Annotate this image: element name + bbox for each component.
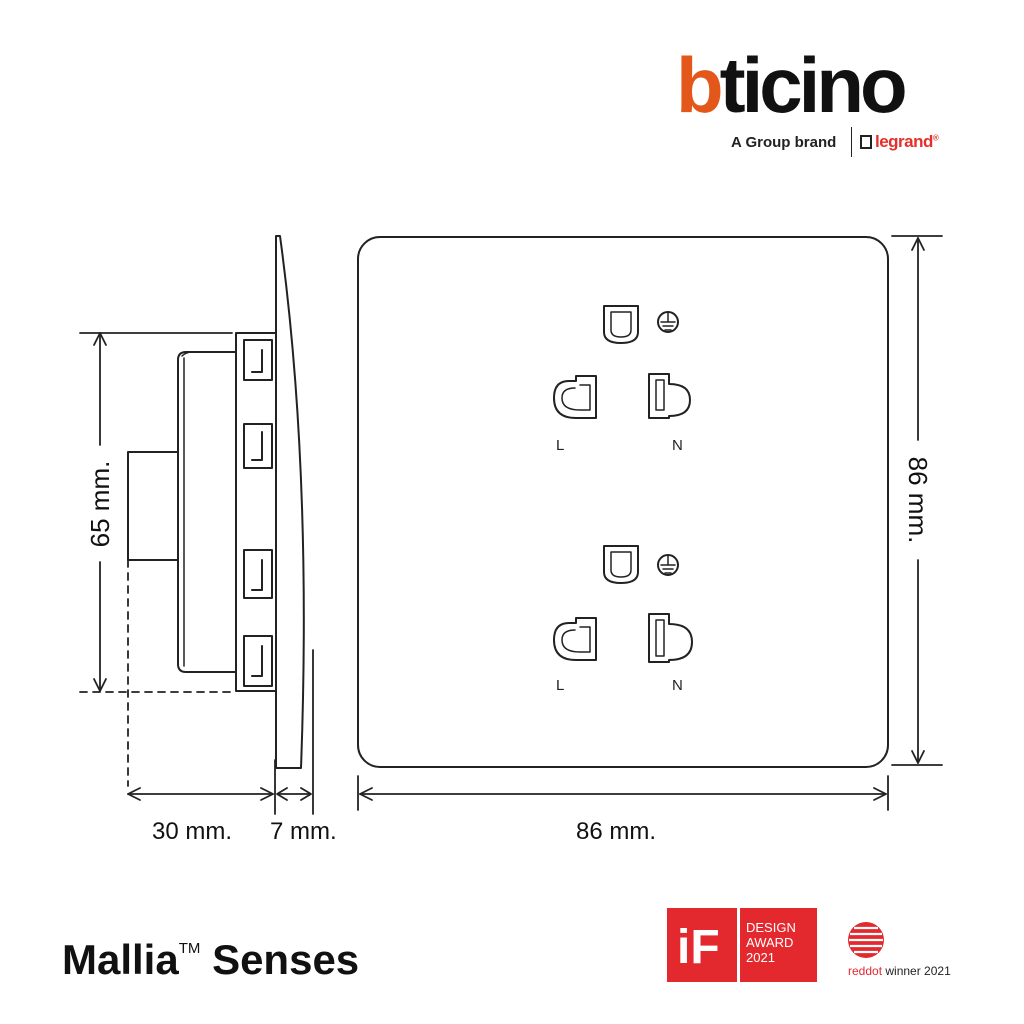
- label-neutral-top: N: [672, 437, 683, 454]
- bticino-logo: bticino: [676, 52, 909, 116]
- side-mechanism-frame: [235, 332, 277, 692]
- svg-text:bticino: bticino: [676, 52, 905, 116]
- socket-top-earth: [603, 305, 639, 344]
- socket-top: [553, 305, 691, 419]
- if-design-award-logo: iF DESIGN AWARD 2021: [667, 908, 817, 982]
- if-line-2: AWARD: [746, 935, 794, 950]
- dimension-lines: [79, 235, 943, 815]
- front-plate: [357, 236, 889, 768]
- label-neutral-bottom: N: [672, 677, 683, 694]
- socket-bottom-live: [553, 617, 597, 661]
- reddot-word: reddot: [848, 964, 883, 978]
- legrand-mark-icon: [860, 135, 872, 149]
- if-year: 2021: [746, 950, 775, 965]
- dim-height-front: 86 mm.: [903, 457, 933, 544]
- if-letters: iF: [677, 921, 720, 974]
- if-divider: [737, 908, 740, 982]
- earth-ground-icon: [657, 311, 679, 333]
- dim-depth-front: 7 mm.: [270, 818, 337, 845]
- reddot-caption: reddot winner 2021: [848, 964, 951, 978]
- reddot-winner-text: winner 2021: [882, 964, 951, 978]
- side-faceplate: [275, 235, 305, 769]
- side-housing: [177, 351, 237, 673]
- label-live-top: L: [556, 437, 564, 454]
- product-name-suffix: Senses: [212, 936, 360, 983]
- if-line-1: DESIGN: [746, 920, 796, 935]
- socket-bottom-earth: [603, 545, 639, 584]
- legrand-logo: legrand®: [860, 132, 939, 152]
- legrand-wordmark: legrand: [875, 132, 933, 151]
- if-award-text: DESIGN AWARD 2021: [746, 920, 796, 965]
- dim-width: 86 mm.: [576, 818, 657, 845]
- trademark-symbol: TM: [178, 940, 201, 957]
- socket-top-neutral: [648, 373, 691, 419]
- side-back-plug: [127, 451, 179, 561]
- product-name-main: Mallia: [62, 936, 179, 983]
- product-name: MalliaTM Senses: [62, 936, 359, 984]
- side-clips: [243, 339, 273, 687]
- reddot-award-logo: reddot winner 2021: [836, 916, 966, 986]
- socket-bottom-neutral: [648, 613, 693, 663]
- socket-bottom: [553, 545, 693, 663]
- label-live-bottom: L: [556, 677, 564, 694]
- brand-tagline: A Group brand: [731, 134, 837, 151]
- front-view: [357, 236, 889, 768]
- dim-height-side: 65 mm.: [85, 461, 115, 548]
- dim-depth-back: 30 mm.: [152, 818, 233, 845]
- tagline-divider: [851, 127, 852, 157]
- reddot-icon: [848, 922, 884, 958]
- socket-top-live: [553, 375, 597, 419]
- side-view: [127, 235, 305, 769]
- earth-ground-icon: [657, 554, 679, 576]
